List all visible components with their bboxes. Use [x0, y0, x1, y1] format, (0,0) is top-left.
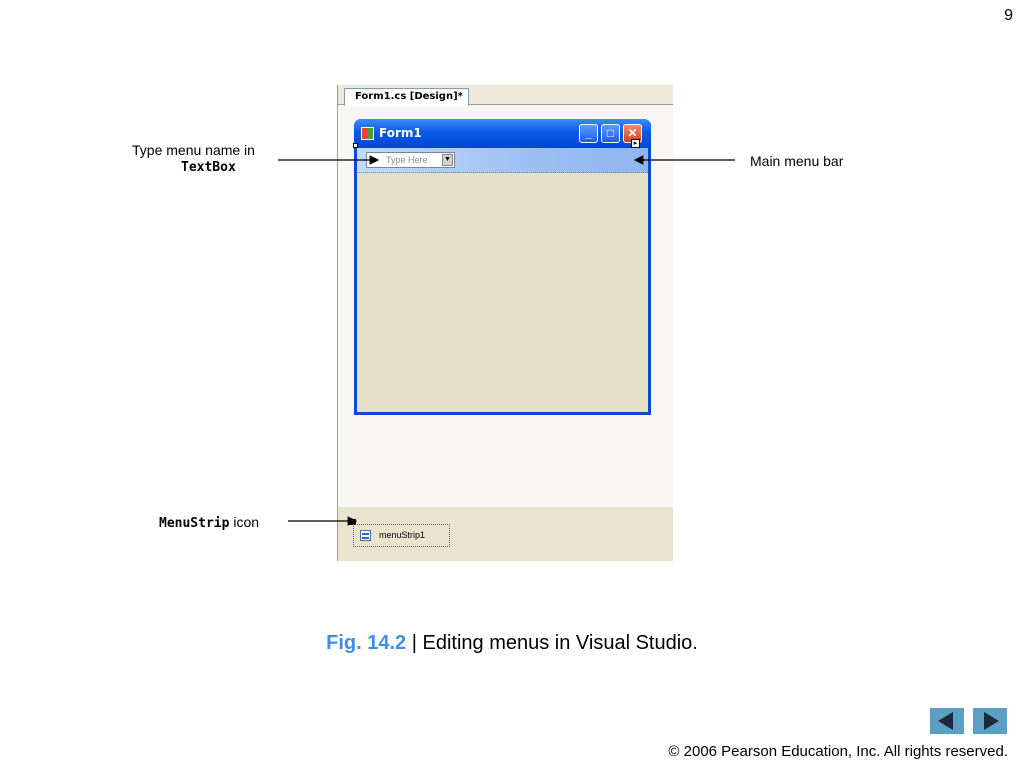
figure-label: Fig. 14.2	[326, 632, 407, 654]
form-title: Form1	[379, 126, 422, 140]
next-slide-button[interactable]	[973, 708, 1007, 734]
component-tray: menuStrip1	[338, 507, 673, 561]
figure-caption-text: | Editing menus in Visual Studio.	[406, 632, 698, 654]
copyright-notice: © 2006 Pearson Education, Inc. All right…	[668, 743, 1008, 760]
type-here-placeholder: Type Here	[386, 155, 428, 165]
selection-handle[interactable]	[353, 143, 358, 148]
minimize-icon[interactable]: _	[579, 124, 598, 143]
menustrip-icon	[360, 530, 371, 541]
form-title-bar: Form1 _ □ ✕ ▸	[354, 119, 651, 148]
smart-tag-icon[interactable]: ▸	[631, 139, 640, 148]
type-here-textbox[interactable]: Type Here ▼	[366, 152, 455, 168]
previous-arrow-icon	[938, 712, 953, 730]
tab-form1-design[interactable]: Form1.cs [Design]*	[344, 88, 469, 106]
dropdown-arrow-icon[interactable]: ▼	[442, 154, 453, 166]
maximize-icon[interactable]: □	[601, 124, 620, 143]
next-arrow-icon	[984, 712, 999, 730]
form-designer: Form1.cs [Design]* Form1 _ □ ✕ ▸ Type He…	[337, 85, 673, 561]
tray-item-label: menuStrip1	[379, 530, 426, 540]
form-client-area[interactable]	[357, 173, 648, 412]
previous-slide-button[interactable]	[930, 708, 964, 734]
callout-main-menu-bar: Main menu bar	[750, 153, 844, 169]
main-menu-bar[interactable]: Type Here ▼	[357, 148, 648, 173]
callout-type-menu-name: Type menu name in TextBox	[132, 141, 282, 177]
page-number: 9	[1004, 7, 1013, 24]
menustrip-tray-item[interactable]: menuStrip1	[353, 524, 450, 547]
figure-caption: Fig. 14.2 | Editing menus in Visual Stud…	[0, 632, 1024, 655]
callout-menustrip-icon: MenuStrip icon	[159, 513, 259, 533]
callout-menustrip-code: MenuStrip	[159, 516, 230, 531]
callout-menustrip-text: icon	[229, 514, 260, 530]
form-window[interactable]: Form1 _ □ ✕ ▸ Type Here ▼	[354, 119, 651, 415]
callout-type-menu-text: Type menu name in	[132, 142, 255, 158]
callout-textbox-code: TextBox	[181, 160, 236, 175]
document-tab-strip: Form1.cs [Design]*	[338, 85, 673, 106]
form-app-icon	[361, 127, 374, 140]
